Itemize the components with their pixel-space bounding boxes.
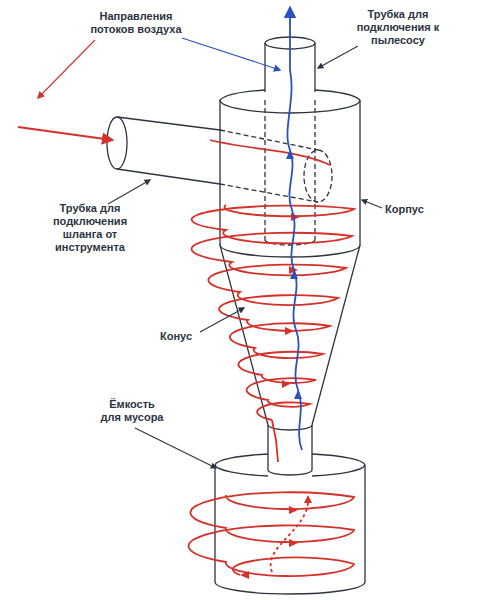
inlet-air-flow: [18, 127, 354, 576]
flow-arrowheads: [240, 213, 312, 579]
part-label: Ёмкость для мусора: [98, 398, 166, 424]
part-label: Корпус: [385, 203, 455, 216]
leader-lines: [38, 38, 382, 468]
part-label: Направления потоков воздуха: [80, 10, 192, 36]
cyclone-body: [107, 37, 365, 594]
part-label: Трубка для подключения шланга от инструм…: [40, 202, 140, 254]
part-label: Трубка для подключения к пылесосу: [348, 8, 448, 47]
flow-arrowheads: [286, 150, 302, 399]
part-label: Конус: [160, 330, 220, 343]
outlet-air-flow: [287, 8, 302, 450]
